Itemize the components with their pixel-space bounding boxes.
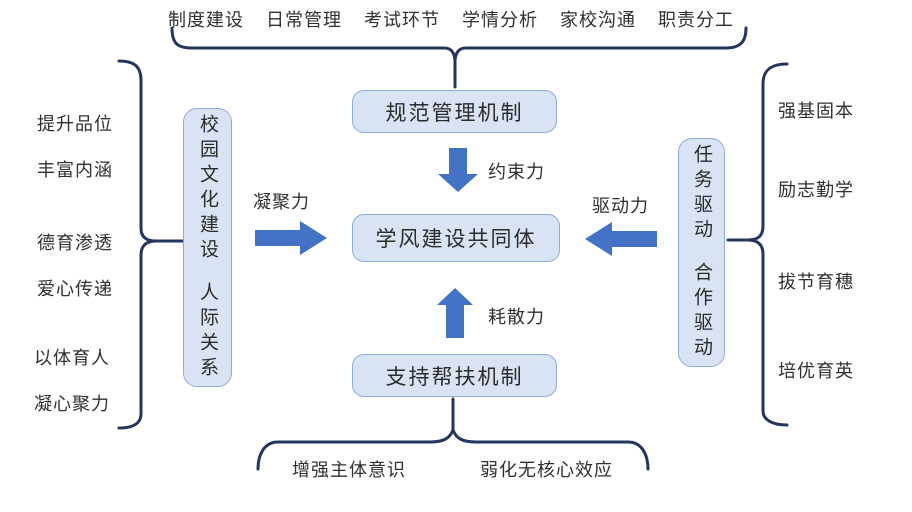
top-label-system: 制度建设 (168, 9, 244, 30)
bottom-note-2: 弱化无核心效应 (480, 460, 613, 480)
dissipation-force-label: 耗散力 (488, 307, 545, 327)
box-campus-culture: 校园文化建设 人际关系 (183, 108, 232, 387)
left-note-3: 以体育人 凝心聚力 (34, 348, 110, 414)
left-note-1: 提升品位 丰富内涵 (37, 114, 113, 180)
top-label-exam: 考试环节 (364, 9, 440, 30)
top-label-duty: 职责分工 (658, 9, 734, 30)
drive-left-arrow-icon (585, 222, 657, 256)
dissipation-up-arrow-icon (437, 288, 473, 338)
drive-force-label: 驱动力 (592, 196, 649, 216)
constraint-down-arrow-icon (438, 148, 478, 192)
right-note-3: 拔节育穗 (778, 272, 854, 292)
interpersonal-text: 人际关系 (197, 281, 218, 382)
top-label-communication: 家校沟通 (560, 9, 636, 30)
cohesion-right-arrow-icon (255, 221, 327, 255)
cooperation-drive-text: 合作驱动 (691, 261, 712, 362)
top-label-row: 制度建设 日常管理 考试环节 学情分析 家校沟通 职责分工 (168, 8, 734, 32)
top-label-daily: 日常管理 (266, 9, 342, 30)
right-note-4: 培优育英 (778, 361, 854, 381)
constraint-force-label: 约束力 (488, 162, 545, 182)
box-standard-management: 规范管理机制 (352, 90, 557, 133)
left-note-2: 德育渗透 爱心传递 (37, 233, 113, 299)
right-note-2: 励志勤学 (778, 180, 854, 200)
campus-culture-text: 校园文化建设 (197, 113, 218, 264)
task-drive-text: 任务驱动 (691, 143, 712, 244)
box-study-style-community: 学风建设共同体 (352, 214, 560, 262)
box-task-drive: 任务驱动 合作驱动 (678, 138, 725, 367)
left-brace (117, 59, 157, 430)
box-support-assistance: 支持帮扶机制 (352, 354, 557, 397)
cohesion-force-label: 凝聚力 (253, 192, 310, 212)
right-note-1: 强基固本 (778, 101, 854, 121)
top-label-analysis: 学情分析 (462, 9, 538, 30)
bottom-note-1: 增强主体意识 (292, 460, 406, 480)
top-brace (170, 26, 748, 61)
